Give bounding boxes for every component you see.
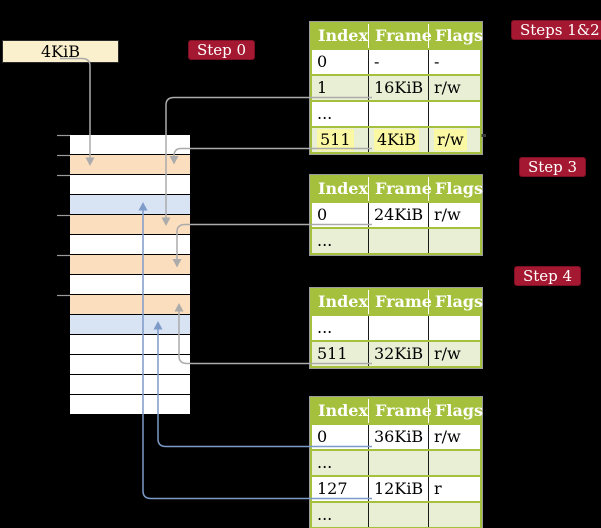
cell-frame: 24KiB (368, 203, 428, 227)
column-header-index: Index (318, 401, 369, 420)
cell-index: 0 (317, 205, 328, 224)
memory-frame-row-pagetable (70, 215, 190, 235)
column-header-frame: Frame (368, 177, 432, 201)
cell-flags: - (428, 50, 480, 74)
steps-1-2-badge: Steps 1&2 (511, 20, 601, 40)
step-3-badge: Step 3 (519, 157, 587, 177)
cell-frame: - (368, 50, 428, 74)
table-row: ... (312, 227, 480, 253)
cell-flags: r/w (428, 425, 480, 449)
cell-index: ... (317, 505, 333, 524)
table-header-row: Index Frame Flags (312, 24, 483, 48)
cell-frame (368, 102, 428, 126)
cell-frame: 12KiB (368, 477, 428, 501)
cell-index: 1 (317, 78, 328, 97)
cell-index: 511 (312, 128, 368, 152)
column-header-flags: Flags (428, 177, 483, 201)
cell-flags (428, 503, 480, 527)
column-header-frame: Frame (368, 24, 432, 48)
table-row: ... (312, 314, 480, 340)
cell-flags: r/w (428, 76, 480, 100)
cell-index: ... (317, 231, 333, 250)
cell-flags: r (428, 477, 480, 501)
table-header-row: Index Frame Flags (312, 290, 483, 314)
column-header-index: Index (318, 179, 369, 198)
cell-index: 511 (317, 344, 348, 363)
physical-memory-column (70, 135, 190, 415)
step-4-badge: Step 4 (514, 266, 582, 286)
cell-index: ... (317, 453, 333, 472)
memory-frame-row (70, 375, 190, 395)
page-table-level3: Index Frame Flags 0 24KiB r/w ... (310, 175, 483, 255)
cell-frame: 32KiB (368, 342, 428, 366)
column-header-index: Index (318, 292, 369, 311)
cell-flags: r/w (428, 203, 480, 227)
cell-index: 127 (317, 479, 348, 498)
table-row: 511 32KiB r/w (312, 340, 480, 366)
column-header-flags: Flags (428, 290, 483, 314)
table-row: 1 16KiB r/w (312, 74, 480, 100)
column-header-flags: Flags (428, 24, 483, 48)
table-row: ... (312, 100, 480, 126)
cell-flags (428, 229, 480, 253)
cell-frame (368, 229, 428, 253)
table-row: 0 36KiB r/w (312, 423, 480, 449)
cell-flags: r/w (428, 342, 480, 366)
cell-frame (368, 451, 428, 475)
page-table-level4: Index Frame Flags 0 - - 1 16KiB r/w ... … (310, 22, 483, 154)
memory-frame-row-pagetable (70, 155, 190, 175)
memory-frame-row-mapped (70, 315, 190, 335)
memory-frame-row-mapped (70, 195, 190, 215)
memory-frame-row (70, 135, 190, 155)
table-row: 0 - - (312, 48, 480, 74)
table-row: ... (312, 449, 480, 475)
column-header-frame: Frame (368, 399, 432, 423)
cr3-frame-box: 4KiB (2, 40, 119, 63)
column-header-frame: Frame (368, 290, 432, 314)
memory-frame-row (70, 335, 190, 355)
table-row: 0 24KiB r/w (312, 201, 480, 227)
cell-flags (428, 316, 480, 340)
cell-frame: 16KiB (368, 76, 428, 100)
step-0-badge: Step 0 (188, 40, 256, 60)
cell-frame: 36KiB (368, 425, 428, 449)
table-row-highlighted: 511 4KiB r/w (312, 126, 480, 152)
cell-flags (428, 451, 480, 475)
column-header-index: Index (318, 26, 369, 45)
cell-index: 0 (317, 52, 328, 71)
page-table-level2: Index Frame Flags ... 511 32KiB r/w (310, 288, 483, 368)
page-table-level1: Index Frame Flags 0 36KiB r/w ... 127 12… (310, 397, 483, 528)
frame-boundary-ticks (57, 134, 70, 297)
memory-frame-row (70, 175, 190, 195)
table-header-row: Index Frame Flags (312, 177, 483, 201)
cell-flags (428, 102, 480, 126)
cell-index: 0 (317, 427, 328, 446)
table-header-row: Index Frame Flags (312, 399, 483, 423)
memory-frame-row (70, 395, 190, 415)
memory-frame-row (70, 355, 190, 375)
cell-frame (368, 503, 428, 527)
cell-flags: r/w (428, 128, 480, 152)
cell-frame (368, 316, 428, 340)
cell-frame: 4KiB (368, 128, 428, 152)
cell-index: ... (317, 104, 333, 123)
cell-index: ... (317, 318, 333, 337)
memory-frame-row (70, 235, 190, 255)
memory-frame-row (70, 275, 190, 295)
table-row: 127 12KiB r (312, 475, 480, 501)
table-row: ... (312, 501, 480, 527)
memory-frame-row-pagetable (70, 255, 190, 275)
column-header-flags: Flags (428, 399, 483, 423)
memory-frame-row-pagetable (70, 295, 190, 315)
